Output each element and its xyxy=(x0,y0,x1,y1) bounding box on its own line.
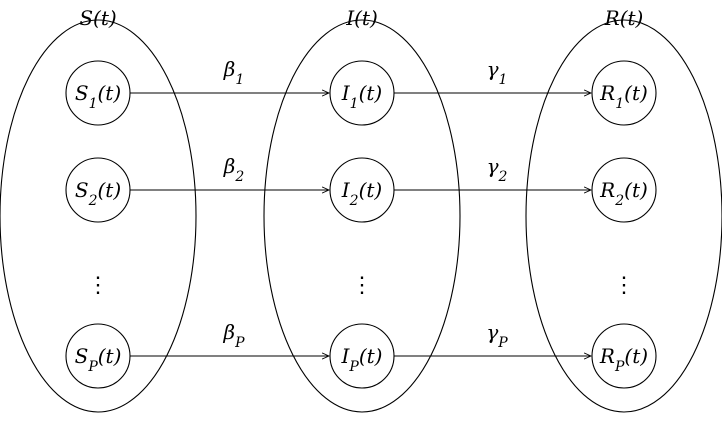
rate-label-ir-3-subscript: P xyxy=(497,335,508,351)
group-label-i: I(t) xyxy=(345,6,378,30)
node-label-r-2-symbol: R xyxy=(599,178,615,202)
rate-label-ir-1-symbol: γ xyxy=(487,57,499,81)
node-label-i-3-argument: (t) xyxy=(359,344,383,368)
rate-label-si-1-symbol: β xyxy=(223,57,236,81)
ellipsis-s: ⋮ xyxy=(87,273,109,298)
rate-label-ir-2-symbol: γ xyxy=(487,154,499,178)
node-label-s-2-symbol: S xyxy=(75,178,89,202)
group-label-i-argument: (t) xyxy=(354,6,378,30)
rate-label-ir-1: γ1 xyxy=(487,57,508,88)
node-label-i-3: IP(t) xyxy=(341,344,383,375)
node-label-r-2: R2(t) xyxy=(599,178,648,209)
node-label-s-3-argument: (t) xyxy=(98,344,122,368)
rate-label-si-2: β2 xyxy=(223,154,245,185)
group-ellipse-r xyxy=(525,19,722,413)
node-label-i-3-subscript: P xyxy=(348,359,359,375)
node-circle-s-1 xyxy=(65,60,131,126)
node-label-s-3-symbol: S xyxy=(75,344,89,368)
node-label-s-2-argument: (t) xyxy=(97,178,121,202)
group-label-s: S(t) xyxy=(79,6,116,30)
node-circle-r-2 xyxy=(591,157,657,223)
node-label-r-3-symbol: R xyxy=(599,344,615,368)
node-label-i-1-subscript: 1 xyxy=(350,96,359,112)
group-ellipse-i xyxy=(263,19,461,413)
node-label-s-1: S1(t) xyxy=(75,81,121,112)
rate-label-si-3-symbol: β xyxy=(223,320,236,344)
rate-label-ir-3: γP xyxy=(486,320,508,351)
rate-label-si-2-symbol: β xyxy=(223,154,236,178)
node-label-i-2-subscript: 2 xyxy=(349,193,359,209)
rate-label-ir-2: γ2 xyxy=(487,154,508,185)
node-label-r-2-argument: (t) xyxy=(624,178,648,202)
node-circle-i-3 xyxy=(329,323,395,389)
group-label-s-argument: (t) xyxy=(93,6,117,30)
node-circle-i-1 xyxy=(329,60,395,126)
node-label-r-1-subscript: 1 xyxy=(615,96,624,112)
node-label-i-1: I1(t) xyxy=(341,81,382,112)
ellipsis-i: ⋮ xyxy=(351,273,373,298)
node-circle-r-3 xyxy=(591,323,657,389)
node-label-s-3-subscript: P xyxy=(87,359,98,375)
rate-label-ir-2-subscript: 2 xyxy=(498,169,508,185)
group-label-i-symbol: I xyxy=(345,6,355,30)
rate-label-si-3-subscript: P xyxy=(234,335,245,351)
group-label-s-symbol: S xyxy=(79,6,93,30)
node-circle-r-1 xyxy=(591,60,657,126)
rate-label-ir-3-symbol: γ xyxy=(486,320,498,344)
ellipsis-r: ⋮ xyxy=(613,273,635,298)
rate-label-si-3: βP xyxy=(223,320,246,351)
node-label-s-1-symbol: S xyxy=(75,81,89,105)
node-label-r-2-subscript: 2 xyxy=(614,193,624,209)
node-circle-s-3 xyxy=(65,323,131,389)
group-label-r-symbol: R xyxy=(604,6,620,30)
node-label-r-1: R1(t) xyxy=(599,81,648,112)
rate-label-si-1-subscript: 1 xyxy=(235,72,244,88)
node-label-i-1-argument: (t) xyxy=(359,81,383,105)
group-label-r: R(t) xyxy=(604,6,644,30)
node-label-s-1-argument: (t) xyxy=(97,81,121,105)
node-label-s-1-subscript: 1 xyxy=(89,96,98,112)
node-circle-i-2 xyxy=(329,157,395,223)
node-label-i-2-symbol: I xyxy=(341,178,351,202)
node-label-r-3-subscript: P xyxy=(614,359,625,375)
node-label-i-3-symbol: I xyxy=(341,344,351,368)
rate-label-si-2-subscript: 2 xyxy=(234,169,244,185)
node-label-i-2: I2(t) xyxy=(341,178,382,209)
node-label-i-2-argument: (t) xyxy=(359,178,383,202)
node-label-s-2: S2(t) xyxy=(75,178,121,209)
node-label-r-3: RP(t) xyxy=(599,344,648,375)
group-ellipse-s xyxy=(0,19,197,413)
node-circle-s-2 xyxy=(65,157,131,223)
rate-label-si-1: β1 xyxy=(223,57,244,88)
node-label-s-2-subscript: 2 xyxy=(88,193,98,209)
group-label-r-argument: (t) xyxy=(620,6,644,30)
node-label-r-1-symbol: R xyxy=(599,81,615,105)
node-label-s-3: SP(t) xyxy=(75,344,122,375)
node-label-r-3-argument: (t) xyxy=(624,344,648,368)
rate-label-ir-1-subscript: 1 xyxy=(499,72,508,88)
node-label-i-1-symbol: I xyxy=(341,81,351,105)
node-label-r-1-argument: (t) xyxy=(624,81,648,105)
